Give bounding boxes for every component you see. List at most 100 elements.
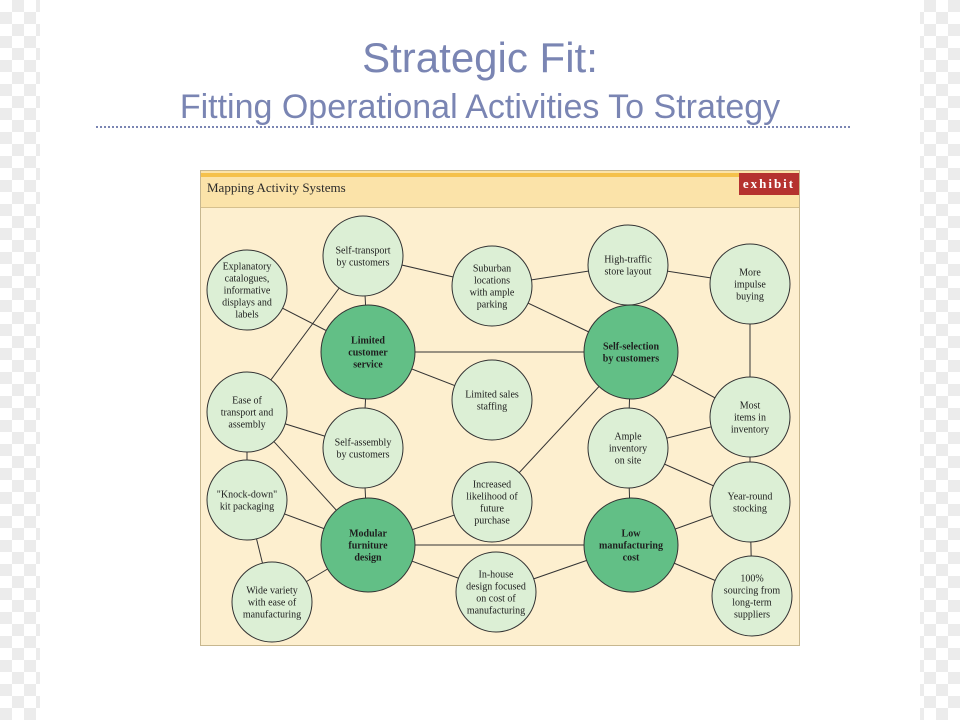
node-label-line: Explanatory xyxy=(223,262,272,273)
node-label-line: "Knock-down" xyxy=(217,490,277,501)
node-label-line: manufacturing xyxy=(467,606,525,617)
node-label-line: locations xyxy=(474,276,510,287)
node-label-line: store layout xyxy=(605,267,652,278)
node-label-line: Ease of xyxy=(232,396,262,407)
title-divider xyxy=(96,126,850,128)
node-circle-suburban-locations xyxy=(451,245,533,327)
node-label-line: items in xyxy=(734,413,766,424)
node-circle-more-impulse xyxy=(709,243,791,325)
node-circle-self-selection xyxy=(583,304,679,400)
node-circle-self-transport xyxy=(322,215,404,297)
slide-subtitle: Fitting Operational Activities To Strate… xyxy=(179,88,781,126)
node-label-line: design focused xyxy=(466,582,526,593)
node-knock-down: "Knock-down"kit packaging xyxy=(206,459,288,541)
node-label-line: Wide variety xyxy=(246,586,298,597)
node-label-line: furniture xyxy=(348,541,388,552)
exhibit-title: Mapping Activity Systems xyxy=(207,180,346,195)
node-label-line: More xyxy=(739,268,761,279)
node-label-line: suppliers xyxy=(734,610,770,621)
node-label-line: long-term xyxy=(732,598,772,609)
node-label-line: Suburban xyxy=(473,264,511,275)
node-label-line: Increased xyxy=(473,480,511,491)
node-label-line: manufacturing xyxy=(599,541,663,552)
node-label-line: by customers xyxy=(336,258,389,269)
node-label-line: sourcing from xyxy=(724,586,781,597)
node-label-line: customer xyxy=(348,348,388,359)
node-label-line: Ample xyxy=(614,432,642,443)
node-circle-increased-likelihood xyxy=(451,461,533,543)
node-label-line: inventory xyxy=(731,425,769,436)
node-circle-explanatory-catalogues xyxy=(206,249,288,331)
node-label-line: Low xyxy=(622,529,642,540)
node-label-line: Modular xyxy=(349,529,387,540)
node-label-line: Limited sales xyxy=(465,390,519,401)
node-label-line: parking xyxy=(477,300,508,311)
node-label-line: informative xyxy=(224,286,271,297)
node-circle-modular-furniture xyxy=(320,497,416,593)
exhibit-header: Mapping Activity Systems exhibit xyxy=(201,171,799,208)
node-label-line: on site xyxy=(615,456,642,467)
node-circle-self-assembly xyxy=(322,407,404,489)
node-label-line: High-traffic xyxy=(604,255,652,266)
node-label-line: buying xyxy=(736,292,764,303)
node-label-line: Year-round xyxy=(728,492,773,503)
node-label-line: displays and xyxy=(222,298,272,309)
node-label-line: Self-assembly xyxy=(335,438,392,449)
node-label-line: with ample xyxy=(470,288,515,299)
node-circle-in-house-design xyxy=(455,551,537,633)
node-circle-year-round xyxy=(709,461,791,543)
node-label-line: design xyxy=(354,553,382,564)
node-label-line: manufacturing xyxy=(243,610,301,621)
node-circle-wide-variety xyxy=(231,561,313,643)
node-label-line: impulse xyxy=(734,280,766,291)
node-label-line: future xyxy=(480,504,504,515)
node-circle-low-manufacturing-cost xyxy=(583,497,679,593)
node-label-line: by customers xyxy=(336,450,389,461)
node-label-knock-down: "Knock-down"kit packaging xyxy=(217,490,277,513)
node-label-line: 100% xyxy=(740,574,763,585)
node-label-line: purchase xyxy=(474,516,510,527)
node-label-line: transport and xyxy=(221,408,274,419)
node-circle-sourcing xyxy=(711,555,793,637)
node-label-line: service xyxy=(353,360,383,371)
node-circle-most-items xyxy=(709,376,791,458)
node-label-line: cost xyxy=(623,553,640,564)
node-label-line: Most xyxy=(740,401,761,412)
